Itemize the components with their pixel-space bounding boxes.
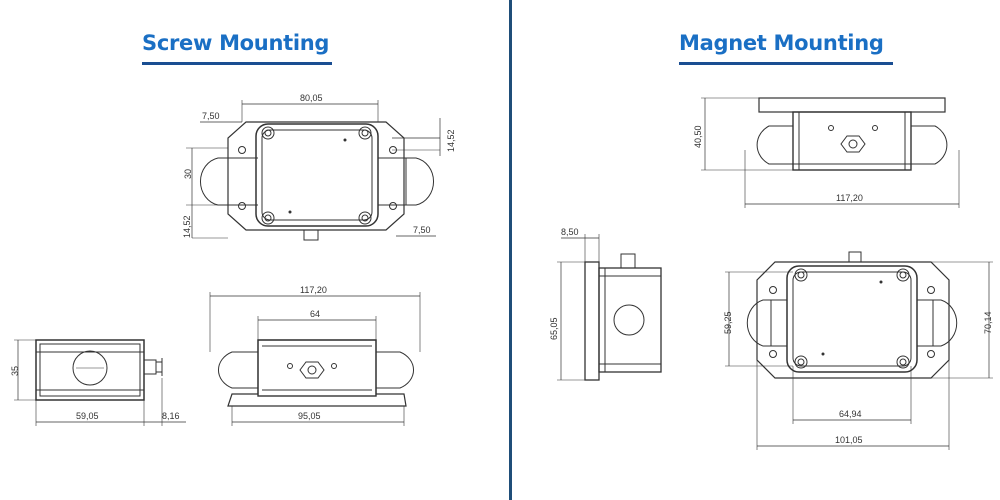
magnet-dim-side-depth: 8,50 bbox=[561, 227, 579, 237]
panel-divider bbox=[509, 0, 512, 500]
magnet-front-view bbox=[725, 251, 993, 450]
magnet-top-view bbox=[701, 97, 960, 208]
screw-dim-side-connector: 8,16 bbox=[162, 411, 180, 421]
screw-dim-front-overall: 117,20 bbox=[300, 285, 327, 295]
screw-dim-flange-left: 7,50 bbox=[202, 111, 220, 121]
screw-dim-top-width: 80,05 bbox=[300, 93, 323, 103]
magnet-dim-top-height: 40,50 bbox=[693, 125, 703, 148]
screw-mounting-panel: Screw Mounting bbox=[10, 31, 456, 426]
magnet-dim-top-width: 117,20 bbox=[836, 193, 863, 203]
magnet-side-view bbox=[557, 234, 662, 381]
magnet-dim-front-outer-width: 101,05 bbox=[835, 435, 863, 445]
magnet-dim-front-inner-height: 59,25 bbox=[723, 311, 733, 334]
magnet-title-underline bbox=[679, 62, 893, 65]
screw-dim-height: 30 bbox=[183, 169, 193, 179]
screw-mounting-title: Screw Mounting bbox=[142, 31, 330, 55]
magnet-mounting-drawing: 40,50 117,20 8,50 65,05 bbox=[549, 97, 993, 450]
screw-dim-flange-right: 7,50 bbox=[413, 225, 431, 235]
screw-side-view bbox=[14, 339, 186, 426]
screw-mounting-drawing: 80,05 7,50 14,52 30 14,52 7,50 bbox=[10, 93, 456, 426]
screw-dim-ear-left: 14,52 bbox=[182, 215, 192, 238]
magnet-mounting-panel: Magnet Mounting 40,50 117,20 bbox=[513, 0, 1000, 500]
screw-front-view bbox=[209, 292, 421, 426]
magnet-dim-front-inner-width: 64,94 bbox=[839, 409, 862, 419]
magnet-dim-side-height: 65,05 bbox=[549, 317, 559, 340]
screw-dim-front-center: 64 bbox=[310, 309, 320, 319]
screw-top-view bbox=[186, 100, 441, 241]
magnet-dim-front-outer-height: 70,14 bbox=[983, 311, 993, 334]
magnet-mounting-title: Magnet Mounting bbox=[679, 31, 884, 55]
screw-title-underline bbox=[142, 62, 332, 65]
screw-dim-side-width: 59,05 bbox=[76, 411, 99, 421]
screw-dim-front-base: 95,05 bbox=[298, 411, 321, 421]
screw-dim-side-height: 35 bbox=[10, 366, 20, 376]
screw-dim-ear-right: 14,52 bbox=[446, 129, 456, 152]
